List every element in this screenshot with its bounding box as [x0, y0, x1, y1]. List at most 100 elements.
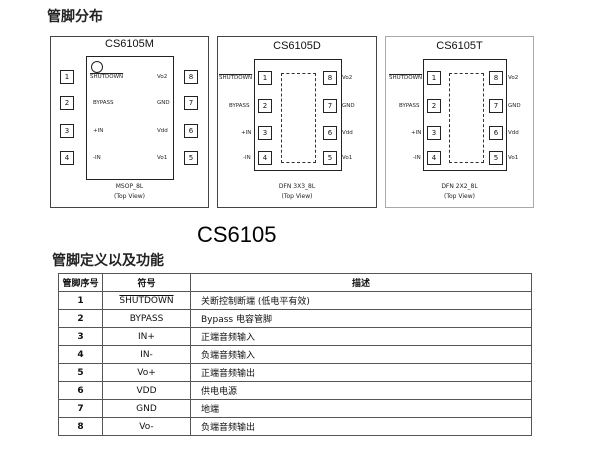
- pin-pad: 1: [258, 71, 272, 85]
- pin-pad: 8: [184, 70, 198, 84]
- description-cell: 地端: [190, 399, 532, 418]
- package-view-caption: (Top View): [444, 193, 475, 200]
- pin-pad: 4: [60, 151, 74, 165]
- pin-pad: 7: [489, 99, 503, 113]
- package-body: [86, 56, 174, 180]
- pin-label: SHUTDOWN: [219, 75, 253, 81]
- pin-pad: 3: [427, 126, 441, 140]
- pin-pad: 8: [489, 71, 503, 85]
- pin-number-cell: 3: [58, 327, 103, 346]
- package-caption: DFN 2X2_8L: [441, 183, 478, 190]
- exposed-pad: [449, 73, 484, 163]
- symbol-cell: VDD: [102, 381, 191, 400]
- pin-number-cell: 7: [58, 399, 103, 418]
- table-row: 6 VDD 供电电源: [58, 381, 532, 400]
- pin-number-cell: 6: [58, 381, 103, 400]
- description-cell: 关断控制断端 (低电平有效): [190, 291, 532, 310]
- package-name: CS6105D: [273, 40, 321, 52]
- symbol-cell: GND: [102, 399, 191, 418]
- pin-number-cell: 4: [58, 345, 103, 364]
- pin-pad: 3: [60, 124, 74, 138]
- pin-number-cell: 8: [58, 417, 103, 436]
- pin-pad: 6: [489, 126, 503, 140]
- table-row: 4 IN- 负端音频输入: [58, 345, 532, 364]
- pin-label: Vo2: [157, 74, 168, 80]
- column-header-symbol: 符号: [102, 273, 191, 292]
- pin-pad: 4: [258, 151, 272, 165]
- pin-number-cell: 2: [58, 309, 103, 328]
- pin-number-cell: 5: [58, 363, 103, 382]
- column-header-pin-number: 管脚序号: [58, 273, 103, 292]
- symbol-cell: BYPASS: [102, 309, 191, 328]
- pin-label: Vo1: [157, 155, 168, 161]
- symbol-cell: SHUTDOWN: [102, 291, 191, 310]
- pin-label: GND: [508, 103, 521, 109]
- pin-label: -IN: [93, 155, 101, 161]
- package-caption: MSOP_8L: [115, 183, 144, 190]
- chip-name-heading: CS6105: [197, 222, 277, 247]
- pin-pad: 6: [323, 126, 337, 140]
- pin-label: SHUTDOWN: [90, 74, 124, 80]
- pin1-marker: [91, 61, 103, 73]
- table-header-row: 管脚序号 符号 描述: [58, 273, 532, 292]
- table-row: 2 BYPASS Bypass 电容管脚: [58, 309, 532, 328]
- pin-pad: 5: [489, 151, 503, 165]
- description-cell: 供电电源: [190, 381, 532, 400]
- pin-pad: 4: [427, 151, 441, 165]
- description-cell: 负端音频输入: [190, 345, 532, 364]
- package-diagram-dfn2x2: CS6105T 1 2 3 4 SHUTDOWN BYPASS +IN -IN …: [385, 36, 534, 208]
- pin-pad: 7: [184, 96, 198, 110]
- pin-label: Vdd: [508, 130, 519, 136]
- pin-label: BYPASS: [93, 100, 114, 106]
- package-view-caption: (Top View): [281, 193, 313, 200]
- table-row: 1 SHUTDOWN 关断控制断端 (低电平有效): [58, 291, 532, 310]
- pin-label: BYPASS: [229, 103, 250, 109]
- pin-label: Vdd: [342, 130, 353, 136]
- pin-number-cell: 1: [58, 291, 103, 310]
- pin-pad: 2: [427, 99, 441, 113]
- pin-label: Vdd: [157, 128, 168, 134]
- pin-pad: 3: [258, 126, 272, 140]
- package-caption: DFN 3X3_8L: [278, 183, 316, 190]
- symbol-cell: Vo+: [102, 363, 191, 382]
- pin-label: BYPASS: [399, 103, 420, 109]
- pin-label: GND: [157, 100, 170, 106]
- pin-pad: 6: [184, 124, 198, 138]
- pin-pad: 5: [323, 151, 337, 165]
- pin-pad: 2: [60, 96, 74, 110]
- pin-label: +IN: [241, 130, 252, 136]
- table-row: 5 Vo+ 正端音频输出: [58, 363, 532, 382]
- pin-label: +IN: [93, 128, 104, 134]
- package-diagram-dfn3x3: CS6105D 1 2 3 4 SHUTDOWN BYPASS +IN -IN …: [217, 36, 377, 208]
- column-header-description: 描述: [190, 273, 532, 292]
- pin-label: Vo2: [342, 75, 353, 81]
- pin-pad: 2: [258, 99, 272, 113]
- pin-pad: 8: [323, 71, 337, 85]
- package-diagram-msop: CS6105M 1 2 3 4 SHUTDOWN BYPASS +IN -IN …: [50, 36, 209, 208]
- pin-label: Vo1: [508, 155, 519, 161]
- description-cell: 正端音频输入: [190, 327, 532, 346]
- pin-label: Vo2: [508, 75, 519, 81]
- pin-pad: 1: [60, 70, 74, 84]
- pin-label: SHUTDOWN: [389, 75, 423, 81]
- pin-label: -IN: [243, 155, 251, 161]
- pin-definition-table: 管脚序号 符号 描述 1 SHUTDOWN 关断控制断端 (低电平有效) 2 B…: [58, 273, 532, 436]
- symbol-cell: IN-: [102, 345, 191, 364]
- description-cell: 正端音频输出: [190, 363, 532, 382]
- table-row: 8 Vo- 负端音频输出: [58, 417, 532, 436]
- symbol-cell: IN+: [102, 327, 191, 346]
- pin-pad: 7: [323, 99, 337, 113]
- pin-label: -IN: [413, 155, 421, 161]
- pin-label: GND: [342, 103, 355, 109]
- description-cell: Bypass 电容管脚: [190, 309, 532, 328]
- package-name: CS6105T: [436, 40, 483, 52]
- description-cell: 负端音频输出: [190, 417, 532, 436]
- package-name: CS6105M: [105, 38, 154, 50]
- table-row: 3 IN+ 正端音频输入: [58, 327, 532, 346]
- exposed-pad: [281, 73, 316, 163]
- pin-distribution-heading: 管脚分布: [47, 9, 103, 25]
- package-view-caption: (Top View): [114, 193, 145, 200]
- pin-pad: 5: [184, 151, 198, 165]
- pin-label: Vo1: [342, 155, 353, 161]
- pin-label: +IN: [411, 130, 422, 136]
